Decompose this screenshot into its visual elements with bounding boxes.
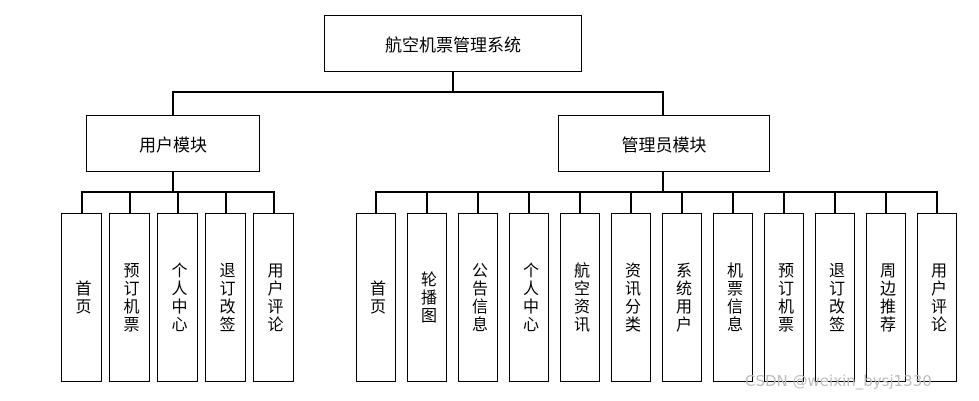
connector-user-up	[172, 91, 174, 115]
user-item-node-1: 首页	[61, 213, 102, 382]
admin-item-node-label: 首页	[367, 279, 386, 316]
admin-item-node-label: 公告信息	[469, 261, 488, 334]
admin-item-connector-2	[426, 191, 428, 213]
admin-item-node-label: 资讯分类	[622, 261, 641, 334]
admin-item-connector-9	[783, 191, 785, 213]
connector-level1-bus	[172, 91, 664, 93]
admin-item-node-label: 轮播图	[418, 270, 437, 325]
user-item-connector-5	[272, 191, 275, 213]
admin-item-node-label: 预订机票	[775, 261, 794, 334]
admin-item-connector-1	[375, 191, 377, 213]
user-item-connector-4	[224, 191, 227, 213]
user-item-node-label: 预订机票	[120, 261, 140, 334]
root-node: 航空机票管理系统	[324, 15, 582, 72]
admin-item-node-3: 公告信息	[458, 213, 498, 382]
admin-module-node: 管理员模块	[558, 115, 770, 172]
admin-item-node-1: 首页	[356, 213, 396, 382]
user-module-label: 用户模块	[139, 136, 207, 156]
user-item-connector-2	[128, 191, 131, 213]
user-item-node-label: 退订改签	[216, 261, 236, 334]
admin-item-node-2: 轮播图	[407, 213, 447, 382]
connector-user-down	[172, 172, 174, 192]
connector-admin-up	[662, 91, 664, 115]
user-item-node-label: 首页	[72, 279, 92, 316]
admin-item-node-label: 系统用户	[673, 261, 692, 334]
admin-item-connector-3	[477, 191, 479, 213]
user-item-connector-1	[80, 191, 83, 213]
admin-item-node-label: 用户评论	[928, 261, 947, 334]
admin-item-node-4: 个人中心	[509, 213, 549, 382]
admin-item-connector-6	[630, 191, 632, 213]
user-item-node-3: 个人中心	[157, 213, 198, 382]
user-item-node-5: 用户评论	[253, 213, 294, 382]
user-item-node-label: 个人中心	[168, 261, 188, 334]
admin-item-node-6: 资讯分类	[611, 213, 651, 382]
admin-item-node-label: 个人中心	[520, 261, 539, 334]
admin-item-node-12: 用户评论	[917, 213, 957, 382]
admin-item-node-label: 航空资讯	[571, 261, 590, 334]
admin-item-node-9: 预订机票	[764, 213, 804, 382]
connector-admin-down	[662, 172, 664, 192]
root-node-label: 航空机票管理系统	[385, 36, 521, 56]
admin-item-node-8: 机票信息	[713, 213, 753, 382]
admin-item-node-label: 退订改签	[826, 261, 845, 334]
admin-item-node-11: 周边推荐	[866, 213, 906, 382]
admin-item-connector-5	[579, 191, 581, 213]
admin-item-node-label: 周边推荐	[877, 261, 896, 334]
admin-item-connector-11	[885, 191, 887, 213]
admin-item-connector-8	[732, 191, 734, 213]
user-item-node-4: 退订改签	[205, 213, 246, 382]
connector-root-down	[452, 72, 454, 92]
user-module-node: 用户模块	[86, 115, 260, 172]
user-item-node-2: 预订机票	[109, 213, 150, 382]
admin-item-connector-7	[681, 191, 683, 213]
admin-item-node-10: 退订改签	[815, 213, 855, 382]
watermark: CSDN @weixin_bysj1330	[745, 372, 932, 390]
user-item-connector-3	[176, 191, 179, 213]
admin-item-node-5: 航空资讯	[560, 213, 600, 382]
user-item-node-label: 用户评论	[264, 261, 284, 334]
admin-item-connector-10	[834, 191, 836, 213]
admin-module-label: 管理员模块	[621, 136, 707, 156]
admin-item-node-7: 系统用户	[662, 213, 702, 382]
admin-item-connector-4	[528, 191, 530, 213]
admin-item-connector-12	[936, 191, 938, 213]
connector-admin-bus	[376, 191, 936, 193]
admin-item-node-label: 机票信息	[724, 261, 743, 334]
